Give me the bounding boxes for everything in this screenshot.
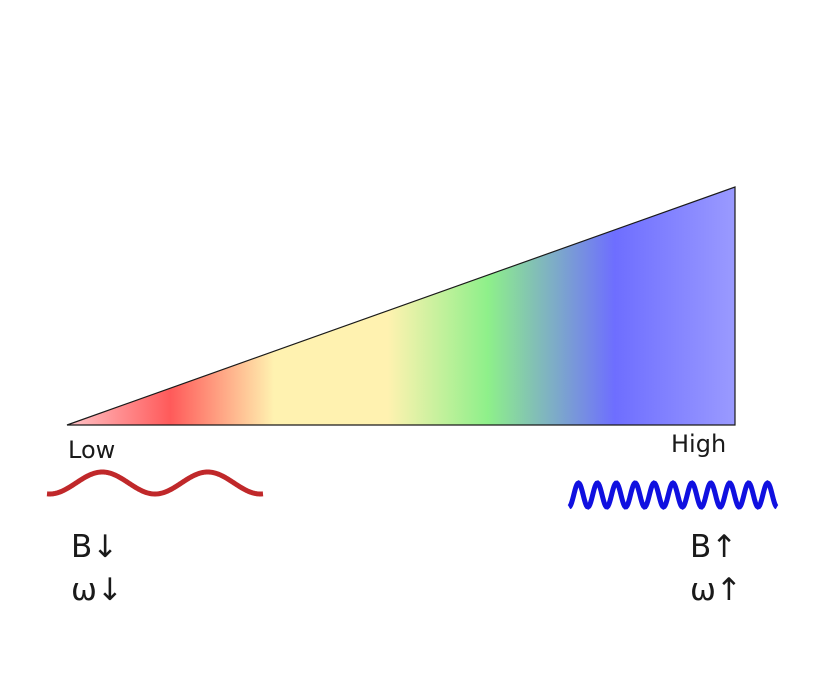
high-label: High xyxy=(671,430,727,458)
low-label: Low xyxy=(68,436,116,464)
low-frequency-symbol: ω↓ xyxy=(71,572,123,608)
short-wavelength-wave-icon xyxy=(567,480,779,510)
long-wavelength-wave-icon xyxy=(46,469,264,497)
high-field-symbol: B↑ xyxy=(690,529,738,565)
low-field-symbol: B↓ xyxy=(71,529,119,565)
spectrum-triangle xyxy=(66,186,736,426)
high-frequency-symbol: ω↑ xyxy=(690,572,742,608)
